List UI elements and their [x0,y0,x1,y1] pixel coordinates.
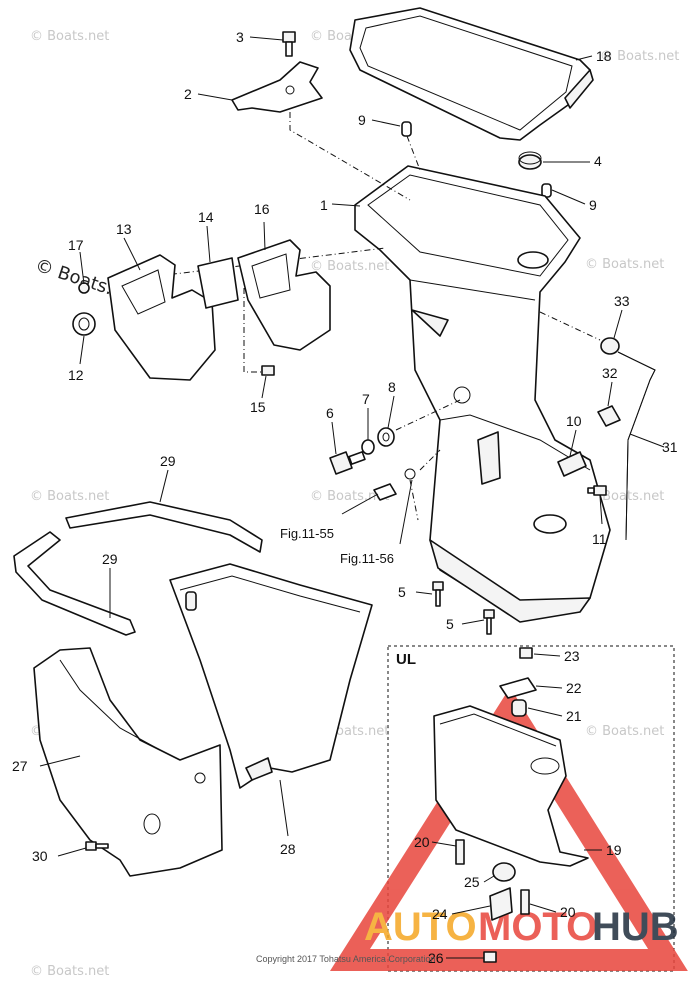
watermark-text: © Boats.net [600,49,679,64]
logo-word-hub: HUB [592,905,679,949]
copyright-text: Copyright 2017 Tohatsu America Corporati… [256,954,435,964]
part-24-bracket [489,887,513,921]
watermark-text: © Boats.net [585,257,664,272]
part-21-bushing [511,699,527,717]
fig-11-56-cable [404,468,419,521]
logo-word-auto: AUTO [364,905,477,949]
callout-3: 3 [236,29,244,45]
part-9-pin [401,121,412,137]
leader-lines [39,36,665,959]
callout-28: 28 [280,841,296,857]
callout-29: 29 [102,551,118,567]
callout-23: 23 [564,648,580,664]
callout-21: 21 [566,708,582,724]
part-26-screw [483,951,497,963]
ul-box: UL [387,645,675,972]
callout-12: 12 [68,367,84,383]
part-10-clamp [557,451,587,477]
callout-20: 20 [560,904,576,920]
watermark-text: © Boats.net [30,489,109,504]
part-32-clip [597,405,621,427]
callout-10: 10 [566,413,582,429]
callout-30: 30 [32,848,48,864]
part-12-bushing [72,312,96,336]
fig-ref-11-56: Fig.11-56 [340,551,394,566]
part-30-screw [85,841,109,851]
part-23-bolt [519,647,533,659]
callout-5: 5 [398,584,406,600]
part-14-plate [197,257,239,309]
callout-29: 29 [160,453,176,469]
part-29-seal-lower [13,531,136,636]
callout-labels: 3 2 18 9 4 9 1 13 14 16 17 12 15 33 32 3… [12,29,678,966]
callout-32: 32 [602,365,618,381]
part-17-screw [78,282,90,294]
part-3-bolt [282,31,296,57]
callout-15: 15 [250,399,266,415]
watermark-text: © Boats.net [310,489,389,504]
callout-2: 2 [184,86,192,102]
part-6-bolt [329,451,366,475]
part-16-gasket [237,239,331,351]
callout-11: 11 [592,531,607,547]
callout-7: 7 [362,391,370,407]
watermark-text: © Boats.net [310,259,389,274]
part-1-housing [354,165,611,623]
callout-13: 13 [116,221,132,237]
callout-4: 4 [594,153,602,169]
callout-20: 20 [414,834,430,850]
callout-19: 19 [606,842,622,858]
part-19-extension [433,705,589,867]
part-29-seal-upper [65,501,263,553]
part-25-grommet [492,862,516,882]
callout-6: 6 [326,405,334,421]
callout-33: 33 [614,293,630,309]
part-28-lower-cover [169,563,373,789]
assembly-lines [157,112,601,471]
callout-26: 26 [428,950,444,966]
callout-22: 22 [566,680,582,696]
part-20-bolt-b [520,889,530,915]
fig-11-55-bolt [373,483,397,501]
part-2-plate [231,61,323,113]
part-27-lower-cover [33,647,223,877]
part-20-bolt [455,839,465,865]
callout-31: 31 [662,439,678,455]
watermark-text: © Boats.net [30,29,109,44]
callout-27: 27 [12,758,28,774]
part-11-bolt [587,485,607,496]
callout-17: 17 [68,237,84,253]
callout-8: 8 [388,379,396,395]
part-5-bolt-b [483,609,495,635]
part-4-grommet [518,151,542,170]
callout-5: 5 [446,616,454,632]
fig-ref-11-55: Fig.11-55 [280,526,334,541]
callout-16: 16 [254,201,270,217]
callout-9: 9 [589,197,597,213]
part-5-bolt [432,581,444,607]
watermark-text: © Boats.net [585,724,664,739]
part-7-washer [361,439,375,455]
part-31-tube [617,351,656,541]
watermark-text: © Boats.net [30,964,109,979]
ul-box-title: UL [396,651,416,668]
part-15-screw [261,365,275,376]
part-8-washer [377,427,395,447]
callout-1: 1 [320,197,328,213]
callout-14: 14 [198,209,214,225]
callout-24: 24 [432,906,448,922]
part-18-gasket [349,7,594,141]
part-33-bushing [600,337,620,355]
part-22-gasket [499,677,537,699]
callout-25: 25 [464,874,480,890]
callout-18: 18 [596,48,612,64]
callout-9: 9 [358,112,366,128]
